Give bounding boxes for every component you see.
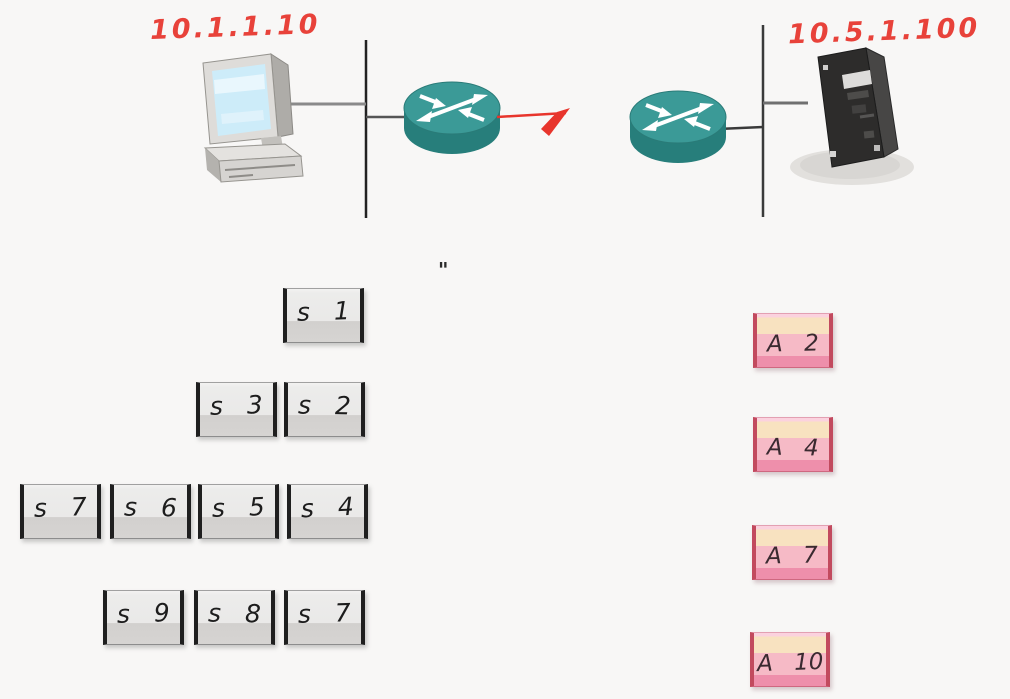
segment-label: s 7 [297, 598, 352, 629]
ack-label: A 2 [766, 330, 820, 357]
segment-box-s4: s 4 [287, 484, 368, 539]
segment-box-s1: s 1 [283, 288, 364, 343]
segment-box-s6: s 6 [110, 484, 191, 539]
ack-box-a4: A 4 [753, 417, 833, 472]
ack-box-a7: A 7 [752, 525, 832, 580]
ack-box-a2: A 2 [753, 313, 833, 368]
segment-label: s 4 [300, 491, 355, 524]
desktop-computer-icon [202, 53, 304, 183]
segment-box-s7: s 7 [20, 484, 101, 539]
segment-label: s 3 [209, 390, 264, 421]
segment-box-s7b: s 7 [284, 590, 365, 645]
client-ip-label: 10.1.1.10 [149, 9, 321, 46]
ack-label: A 7 [765, 542, 819, 569]
segment-label: s 1 [296, 296, 351, 327]
quote-annotation: " [438, 258, 449, 282]
segment-label: s 2 [297, 390, 352, 421]
ack-label: A 10 [756, 648, 824, 677]
segment-box-s2: s 2 [284, 382, 365, 437]
segment-label: s 6 [123, 492, 178, 523]
red-arrow-icon [496, 108, 570, 136]
segment-box-s9: s 9 [103, 590, 184, 645]
segment-box-s8: s 8 [194, 590, 275, 645]
ack-label: A 4 [766, 434, 820, 461]
ack-box-a10: A 10 [750, 632, 830, 687]
server-tower-icon [790, 47, 914, 185]
topology-canvas [202, 25, 914, 218]
segment-box-s5: s 5 [198, 484, 279, 539]
router-icon-left [402, 80, 502, 156]
router-icon-right [628, 89, 728, 165]
segment-label: s 9 [116, 598, 171, 629]
segment-label: s 7 [33, 492, 88, 523]
segment-box-s3: s 3 [196, 382, 277, 437]
segment-label: s 8 [207, 598, 262, 629]
segment-label: s 5 [211, 492, 266, 523]
